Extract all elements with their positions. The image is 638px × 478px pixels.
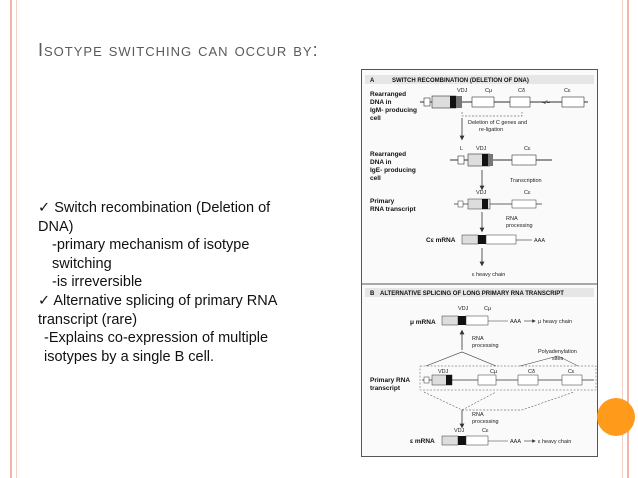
- svg-text:re-ligation: re-ligation: [479, 127, 503, 133]
- svg-text:Cε: Cε: [568, 369, 575, 375]
- panel-b-header-bar: [365, 288, 594, 297]
- svg-text:Transcription: Transcription: [510, 178, 542, 184]
- bullet-subitem: -is irreversible: [52, 274, 143, 291]
- svg-text:VDJ: VDJ: [458, 306, 469, 312]
- bullet-item: ✓ Switch recombination (Deletion of DNA): [38, 200, 271, 235]
- panel-b-letter: B: [370, 291, 375, 297]
- svg-text:Cε: Cε: [564, 88, 571, 94]
- check-icon: ✓: [38, 292, 51, 309]
- row2-label: Rearranged: [370, 151, 406, 158]
- svg-text:RNA transcript: RNA transcript: [370, 206, 416, 213]
- figure-svg: A SWITCH RECOMBINATION (DELETION OF DNA)…: [362, 75, 597, 446]
- svg-text:processing: processing: [472, 419, 499, 425]
- svg-text:RNA: RNA: [472, 412, 484, 418]
- panel-b: B ALTERNATIVE SPLICING OF LONG PRIMARY R…: [365, 288, 597, 446]
- svg-text:AAA: AAA: [510, 439, 521, 445]
- accent-circle-decoration: [597, 398, 635, 436]
- svg-text:sites: sites: [552, 356, 564, 362]
- svg-text:cell: cell: [370, 115, 381, 122]
- svg-text:Cε: Cε: [524, 146, 531, 152]
- svg-text:Deletion of C genes and: Deletion of C genes and: [468, 120, 527, 126]
- c-epsilon-mrna-label: Cε mRNA: [426, 237, 456, 244]
- svg-text:ε heavy chain: ε heavy chain: [538, 439, 571, 445]
- isotype-switching-figure: A SWITCH RECOMBINATION (DELETION OF DNA)…: [361, 69, 598, 457]
- svg-text:Cμ: Cμ: [485, 88, 492, 94]
- svg-text:Cμ: Cμ: [490, 369, 497, 375]
- svg-text:AAA: AAA: [534, 238, 545, 244]
- left-border-decoration: [10, 0, 17, 478]
- svg-text:Cδ: Cδ: [518, 88, 525, 94]
- panel-a-header-bar: [365, 75, 594, 84]
- svg-text:L: L: [460, 146, 463, 152]
- svg-text:RNA: RNA: [506, 216, 518, 222]
- svg-text:IgE- producing: IgE- producing: [370, 167, 416, 174]
- primary-rna-label: Primary RNA: [370, 377, 410, 384]
- svg-text:processing: processing: [506, 223, 533, 229]
- svg-text:VDJ: VDJ: [476, 146, 487, 152]
- svg-text:AAA: AAA: [510, 319, 521, 325]
- svg-text:RNA: RNA: [472, 336, 484, 342]
- svg-text:transcript: transcript: [370, 385, 401, 392]
- svg-text:μ heavy chain: μ heavy chain: [538, 319, 572, 325]
- c-delta-segment: [509, 96, 531, 108]
- mu-mrna-label: μ mRNA: [410, 319, 436, 326]
- epsilon-mrna-label: ε mRNA: [410, 438, 435, 445]
- svg-text:Cε: Cε: [482, 428, 489, 434]
- svg-text:VDJ: VDJ: [457, 88, 468, 94]
- svg-text:DNA in: DNA in: [370, 159, 391, 166]
- panel-b-header: ALTERNATIVE SPLICING OF LONG PRIMARY RNA…: [380, 291, 564, 297]
- svg-text:Cδ: Cδ: [528, 369, 535, 375]
- panel-a-header: SWITCH RECOMBINATION (DELETION OF DNA): [392, 78, 529, 84]
- bullet-subitem: -primary mechanism of isotype switching: [52, 237, 250, 272]
- svg-text:Polyadenylation: Polyadenylation: [538, 349, 577, 355]
- bullet-subitem: -Explains co-expression of multiple isot…: [44, 330, 269, 365]
- svg-text:Cμ: Cμ: [484, 306, 491, 312]
- svg-text:VDJ: VDJ: [438, 369, 449, 375]
- c-mu-segment: [471, 96, 495, 108]
- row3-label: Primary: [370, 198, 395, 205]
- c-epsilon-segment: [561, 96, 585, 108]
- panel-a: A SWITCH RECOMBINATION (DELETION OF DNA)…: [365, 75, 594, 278]
- right-border-decoration: [622, 0, 629, 478]
- bullet-item: ✓ Alternative splicing of primary RNA tr…: [38, 292, 277, 328]
- epsilon-heavy-chain-label: ε heavy chain: [472, 272, 505, 278]
- svg-text:VDJ: VDJ: [476, 190, 487, 196]
- svg-text:IgM- producing: IgM- producing: [370, 107, 417, 114]
- svg-text:cell: cell: [370, 175, 381, 182]
- svg-text:DNA in: DNA in: [370, 99, 391, 106]
- slide-title: Isotype switching can occur by:: [38, 40, 319, 60]
- bullet-list: ✓ Switch recombination (Deletion of DNA)…: [38, 199, 303, 366]
- check-icon: ✓: [38, 200, 51, 216]
- svg-text:–∕∕–: –∕∕–: [542, 100, 551, 106]
- svg-text:VDJ: VDJ: [454, 428, 465, 434]
- svg-text:processing: processing: [472, 343, 499, 349]
- row1-label: Rearranged: [370, 91, 406, 98]
- panel-a-letter: A: [370, 78, 375, 84]
- svg-text:Cε: Cε: [524, 190, 531, 196]
